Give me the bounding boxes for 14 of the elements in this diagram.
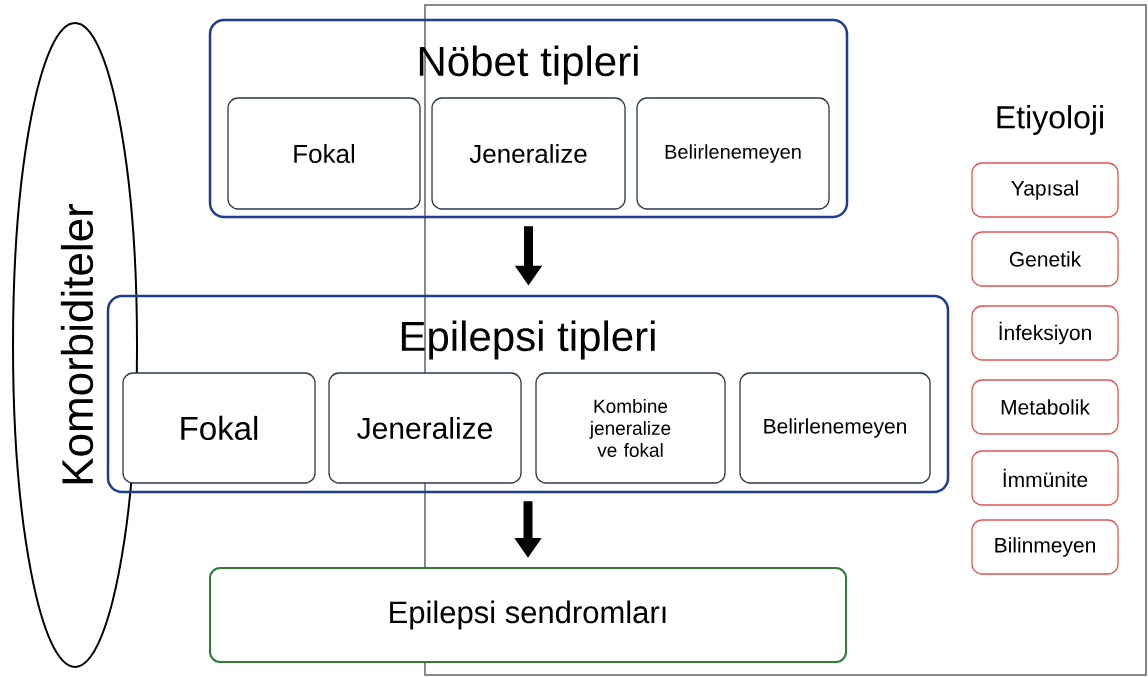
category-box: İmmünite	[971, 450, 1119, 506]
category-box: Bilinmeyen	[971, 519, 1119, 575]
category-box: Genetik	[971, 231, 1119, 287]
category-box: Belirlenemeyen	[636, 97, 830, 210]
category-box: Metabolik	[971, 379, 1119, 435]
category-box: Fokal	[227, 97, 421, 210]
category-box: Fokal	[122, 372, 316, 484]
category-box: Jeneralize	[328, 372, 522, 484]
category-box: Kombine jeneralize ve fokal	[535, 372, 726, 484]
category-box: Epilepsi sendromları	[209, 567, 847, 663]
category-box: Yapısal	[971, 162, 1119, 218]
category-box: Belirlenemeyen	[739, 372, 931, 484]
category-box: Jeneralize	[431, 97, 626, 210]
category-box: İnfeksiyon	[971, 305, 1119, 361]
